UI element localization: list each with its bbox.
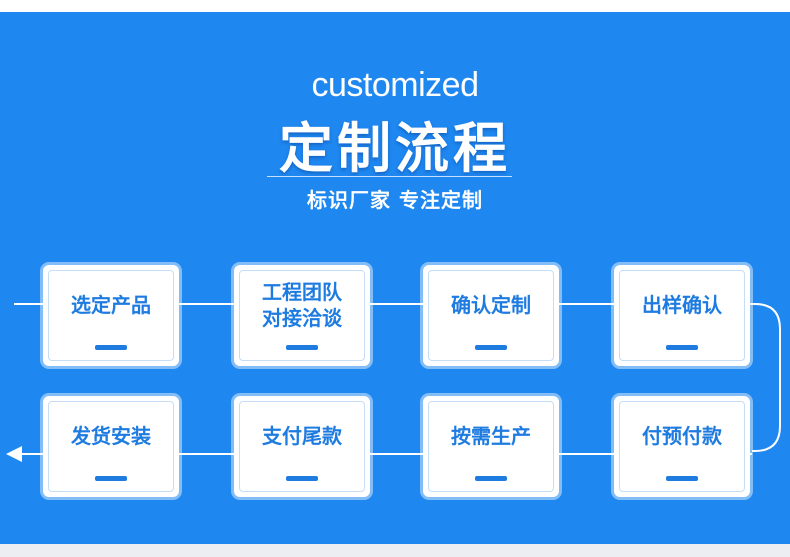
- step-label: 支付尾款: [262, 423, 342, 448]
- step-label: 出样确认: [642, 292, 722, 317]
- title-divider: [267, 176, 512, 177]
- box-border: [619, 270, 745, 361]
- step-box: 出样确认: [614, 265, 750, 366]
- box-border: [239, 401, 365, 492]
- box-border: [239, 270, 365, 361]
- step-dash: [286, 345, 318, 350]
- step-dash: [95, 345, 127, 350]
- step-box: 确认定制: [423, 265, 559, 366]
- english-title: customized: [311, 66, 479, 104]
- step-dash: [475, 345, 507, 350]
- box-border: [428, 401, 554, 492]
- step-dash: [286, 476, 318, 481]
- step-dash: [666, 476, 698, 481]
- step-box: 按需生产: [423, 396, 559, 497]
- step-label: 发货安装: [71, 423, 151, 448]
- step-box: 选定产品: [43, 265, 179, 366]
- step-label: 工程团队 对接洽谈: [262, 279, 342, 330]
- box-border: [48, 270, 174, 361]
- step-dash: [666, 345, 698, 350]
- subtitle: 标识厂家 专注定制: [307, 188, 483, 212]
- step-label: 确认定制: [451, 292, 531, 317]
- step-label: 选定产品: [71, 292, 151, 317]
- step-label: 按需生产: [451, 423, 531, 448]
- bottom-margin: [0, 544, 790, 557]
- box-border: [48, 401, 174, 492]
- chinese-title: 定制流程: [279, 117, 511, 180]
- left-arrow-icon: [6, 446, 22, 462]
- right-turn-line: [752, 303, 781, 452]
- step-box: 发货安装: [43, 396, 179, 497]
- box-border: [619, 401, 745, 492]
- step-box: 支付尾款: [234, 396, 370, 497]
- top-margin: [0, 0, 790, 12]
- step-label: 付预付款: [642, 423, 722, 448]
- step-box: 工程团队 对接洽谈: [234, 265, 370, 366]
- step-box: 付预付款: [614, 396, 750, 497]
- box-border: [428, 270, 554, 361]
- step-dash: [475, 476, 507, 481]
- step-dash: [95, 476, 127, 481]
